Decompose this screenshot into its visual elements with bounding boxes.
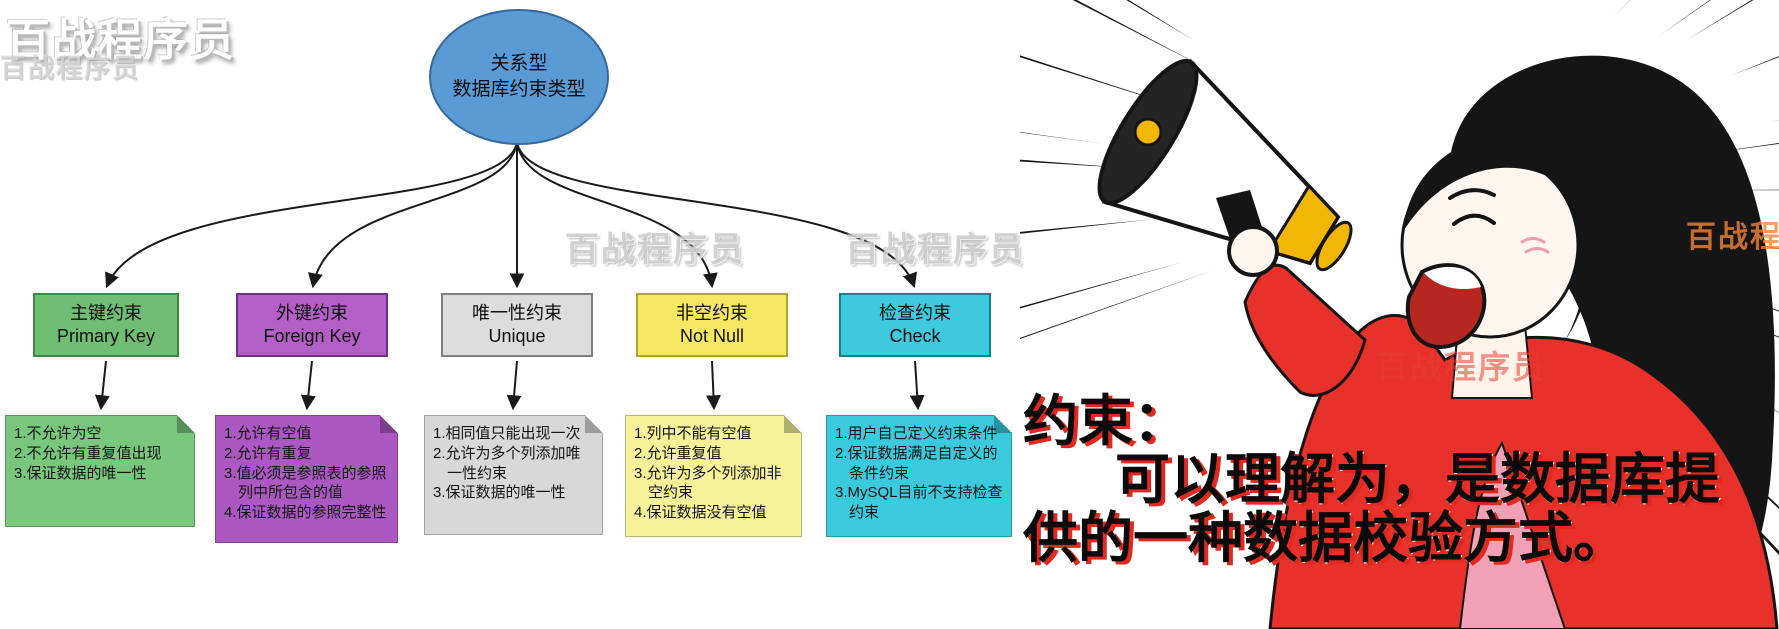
note-line: 1.不允许为空 <box>14 425 102 442</box>
branch-title-cn: 检查约束 <box>879 302 951 323</box>
note-line: 3.MySQL目前不支持检查约束 <box>835 484 1003 522</box>
edge-foreign-note <box>300 360 316 411</box>
edge-root-foreign <box>307 142 518 289</box>
caption-text: 约束： 可以理解为，是数据库提 供的一种数据校验方式。 <box>1023 392 1775 567</box>
branch-title-en: Unique <box>488 326 546 346</box>
branch-box-primary-key: 主键约束 Primary Key <box>33 293 179 357</box>
note-line: 3.保证数据的唯一性 <box>433 484 566 502</box>
edge-root-check <box>516 142 917 289</box>
megaphone-icon <box>1097 58 1353 272</box>
teeth <box>1424 266 1481 290</box>
blush <box>1520 237 1550 254</box>
edge-primary-note <box>94 360 110 411</box>
root-label-line2: 数据库约束类型 <box>452 79 586 100</box>
branch-title-en: Check <box>889 326 941 346</box>
note-line: 2.允许有重复 <box>224 444 312 462</box>
caption-line-2: 可以理解为，是数据库提 <box>1115 448 1721 511</box>
note-line: 2.保证数据满足自定义的条件约束 <box>835 444 998 482</box>
root-node: 关系型 数据库约束类型 <box>429 9 609 145</box>
eyebrow <box>1448 188 1496 200</box>
note-line: 1.列中不能有空值 <box>634 425 752 442</box>
pink-inner-shirt <box>1458 440 1567 629</box>
watermark-center-right: 百战程序员 <box>845 231 1025 269</box>
megaphone-mouthpiece <box>1315 220 1353 272</box>
branch-title-cn: 主键约束 <box>70 302 142 323</box>
note-unique: 1.相同值只能出现一次 2.允许为多个列添加唯一性约束 3.保证数据的唯一性 <box>424 415 603 535</box>
megaphone-bell-center <box>1133 117 1163 147</box>
edge-notnull-note <box>705 360 721 411</box>
note-line: 1.相同值只能出现一次 <box>433 425 581 442</box>
note-line: 1.允许有空值 <box>224 425 312 442</box>
note-not-null: 1.列中不能有空值 2.允许重复值 3.允许为多个列添加非空约束 4.保证数据没有空值 <box>625 415 802 537</box>
branch-box-check: 检查约束 Check <box>839 293 991 357</box>
illustration-panel: 约束： 可以理解为，是数据库提 供的一种数据校验方式。 百战程序员 百战程序员 <box>1020 0 1779 629</box>
closed-eye <box>1452 213 1496 226</box>
branch-box-unique: 唯一性约束 Unique <box>441 293 593 357</box>
edge-root-notnull <box>516 142 718 289</box>
note-primary-key: 1.不允许为空 2.不允许有重复值出现 3.保证数据的唯一性 <box>5 415 195 527</box>
branch-title-en: Primary Key <box>56 326 155 346</box>
watermark-center-left: 百战程序员 <box>565 231 745 269</box>
note-line: 2.允许为多个列添加唯一性约束 <box>433 444 581 482</box>
bangs <box>1403 134 1580 232</box>
branch-title-en: Not Null <box>679 326 745 346</box>
watermark-top-left-2: 百战程序员 <box>0 53 141 83</box>
side-hair <box>1562 168 1598 345</box>
watermark-top-left: 百战程序员 <box>6 16 236 65</box>
edge-check-note <box>909 360 925 411</box>
edge-root-primary <box>105 142 518 289</box>
diagram-panel: 关系型 数据库约束类型 主键约束 Primary Key 外键约束 Foreig… <box>0 9 1023 543</box>
branch-title-en: Foreign Key <box>263 326 361 346</box>
branch-title-cn: 唯一性约束 <box>472 302 562 323</box>
announcement-illustration <box>1020 0 1779 629</box>
note-line: 1.用户自己定义约束条件 <box>835 425 998 442</box>
note-line: 4.保证数据的参照完整性 <box>224 504 387 522</box>
megaphone-yellow-band <box>1266 183 1340 265</box>
edge-unique-note <box>506 360 522 411</box>
note-line: 4.保证数据没有空值 <box>634 504 767 522</box>
branch-box-not-null: 非空约束 Not Null <box>636 293 788 357</box>
note-line: 3.保证数据的唯一性 <box>14 464 147 482</box>
hand <box>1227 225 1279 277</box>
note-line: 2.允许重复值 <box>634 444 722 462</box>
branch-box-foreign-key: 外键约束 Foreign Key <box>236 293 388 357</box>
caption-line-3: 供的一种数据校验方式。 <box>1023 506 1629 569</box>
branch-title-cn: 外键约束 <box>276 302 348 323</box>
root-label-line1: 关系型 <box>490 53 548 75</box>
branch-title-cn: 非空约束 <box>676 302 748 323</box>
arm-sleeve <box>1243 263 1367 397</box>
note-line: 2.不允许有重复值出现 <box>14 444 162 462</box>
caption-line-1: 约束： <box>1023 390 1189 452</box>
note-line: 3.允许为多个列添加非空约束 <box>634 464 782 502</box>
note-foreign-key: 1.允许有空值 2.允许有重复 3.值必须是参照表的参照列中所包含的值 4.保证数据的… <box>215 415 398 543</box>
note-line: 3.值必须是参照表的参照列中所包含的值 <box>224 464 387 502</box>
